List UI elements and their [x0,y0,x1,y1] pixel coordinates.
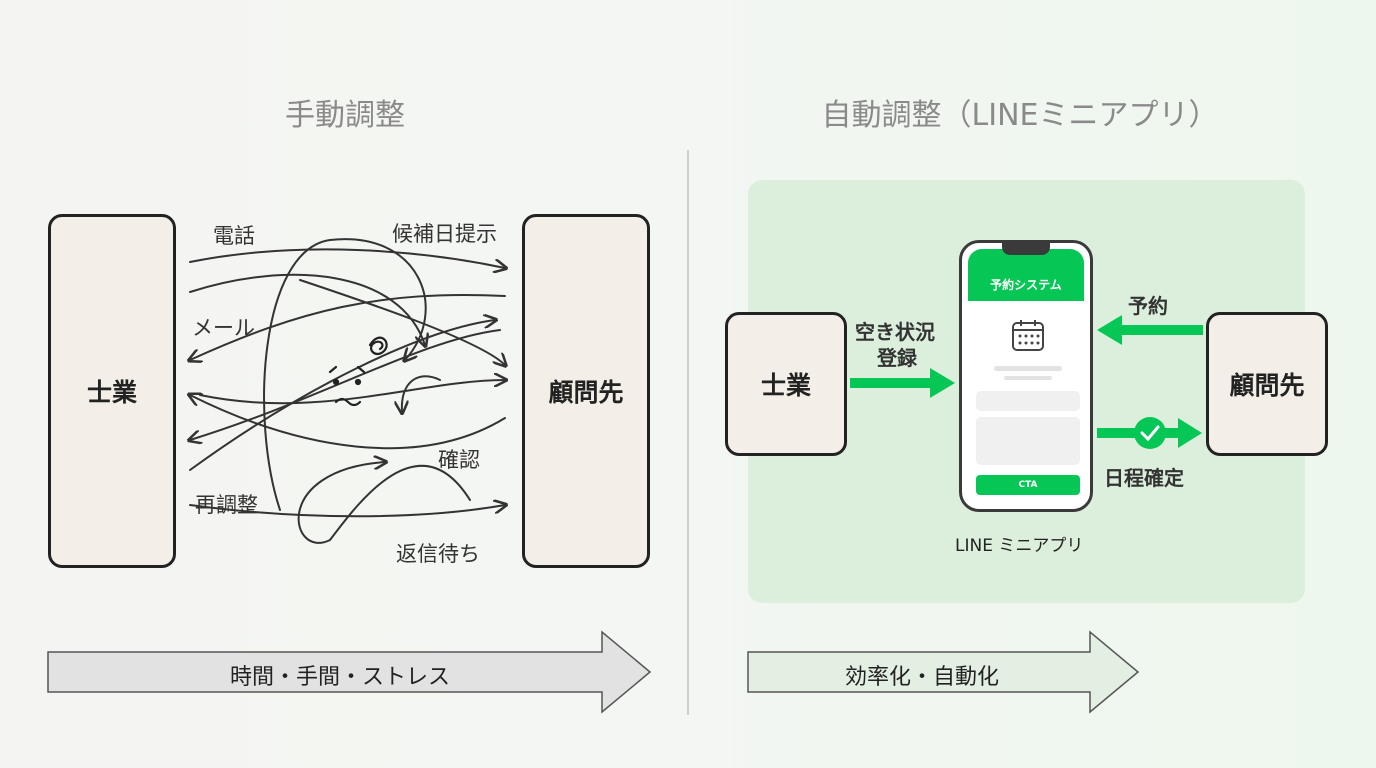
phone-cta-button[interactable]: CTA [976,475,1080,495]
phone-header-title: 予約システム [990,278,1062,292]
right-banner-text: 効率化・自動化 [845,665,1000,690]
left-client-label: 顧問先 [548,378,624,407]
left-client-box: 顧問先 [522,214,650,568]
reserve-arrow [1097,315,1203,345]
check-circle-icon [1134,417,1166,449]
placeholder-line [994,366,1062,371]
tangle-arrow [190,293,506,360]
tangle-arrow [189,248,505,268]
register-label-line1: 空き状況 [855,320,935,344]
reserve-label: 予約 [1128,294,1168,318]
label-propose-dates: 候補日提示 [392,222,497,246]
placeholder-line [1004,376,1052,380]
confused-face-icon [328,336,388,407]
phone-header: 予約システム [968,249,1084,301]
auto-title: 自動調整（LINEミニアプリ） [821,98,1219,133]
tangle-arrow [190,329,501,440]
label-phone-call: 電話 [213,224,255,248]
right-client-label: 顧問先 [1229,371,1305,400]
tangle-arrow [299,279,505,365]
tangle-arrow [189,505,505,518]
confirm-schedule-label: 日程確定 [1104,466,1184,490]
placeholder-card [976,417,1080,465]
tangle-arrow [189,320,495,471]
left-professional-box: 士業 [48,214,176,568]
left-professional-label: 士業 [86,378,137,407]
label-readjust: 再調整 [195,493,258,517]
tangle-arrow [263,238,427,511]
left-banner-arrow [47,630,652,714]
manual-title: 手動調整 [285,98,405,133]
tangle-arrow [402,375,441,412]
right-banner-arrow [747,630,1140,714]
label-waiting-reply: 返信待ち [396,542,480,566]
right-client-box: 顧問先 [1206,312,1328,456]
right-professional-label: 士業 [760,371,811,400]
placeholder-card [976,391,1080,411]
left-banner-text: 時間・手間・ストレス [230,665,451,690]
tangle-arrow [190,395,506,450]
section-divider [687,150,689,715]
register-arrow [850,368,955,398]
phone-caption: LINE ミニアプリ [955,536,1084,556]
tangle-arrow [199,380,505,405]
phone-notch [1002,243,1050,255]
register-label-line2: 登録 [877,346,917,370]
label-confirm: 確認 [438,448,480,472]
label-email: メール [192,316,255,340]
phone-mockup: 予約システム CTA [959,240,1093,512]
right-professional-box: 士業 [725,312,847,456]
calendar-icon [1012,320,1044,351]
tangle-arrow [297,462,471,544]
